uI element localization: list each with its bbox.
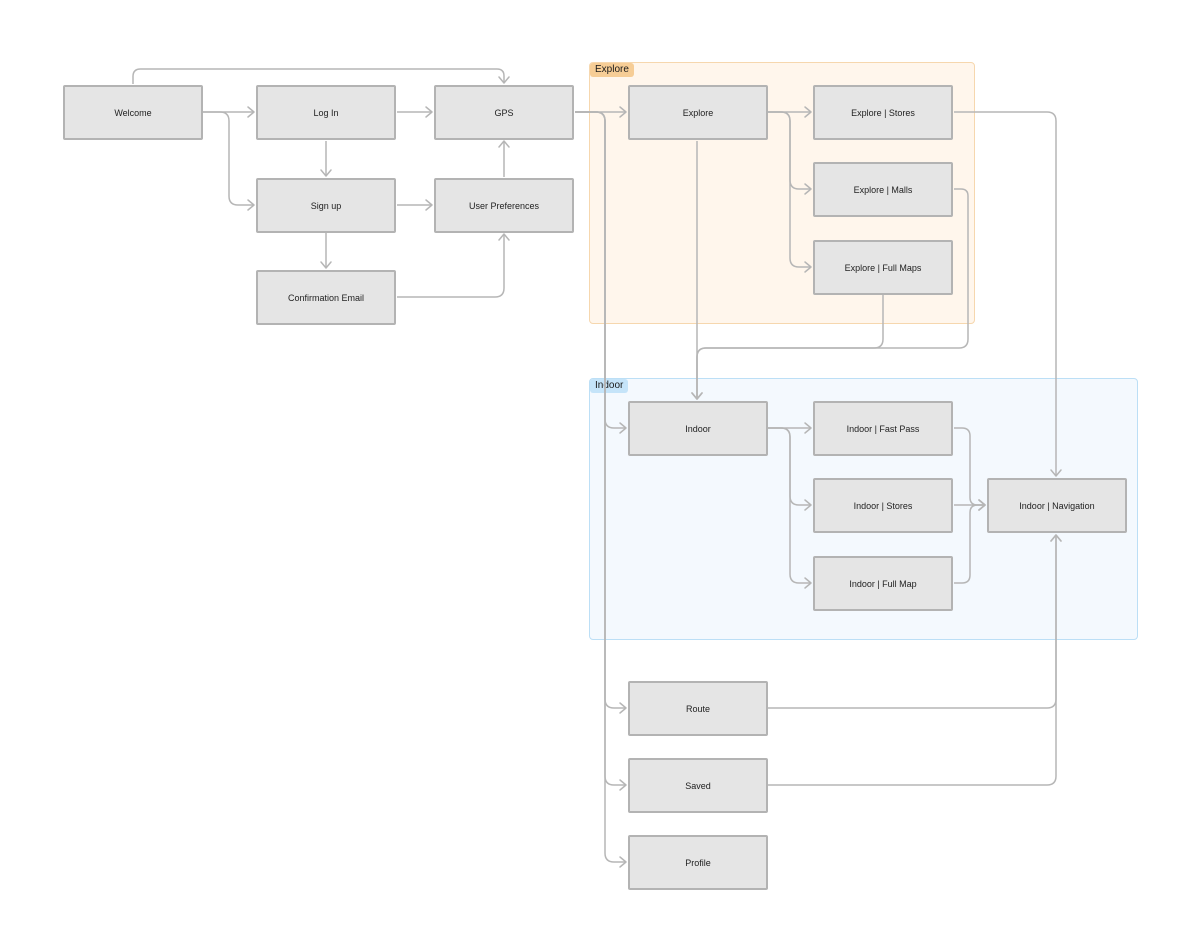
node-label: Explore | Stores — [851, 107, 915, 118]
arrowhead-icon — [619, 106, 627, 118]
node-label: Route — [685, 703, 711, 714]
node-label: Welcome — [114, 107, 152, 118]
arrowhead-icon — [804, 422, 812, 434]
edge-gps-to-route — [575, 111, 627, 714]
edge-indoor_fastpass-to-indoor_nav — [954, 427, 986, 511]
node-login[interactable]: Log In — [256, 85, 396, 140]
node-gps[interactable]: GPS — [434, 85, 574, 140]
edge-welcome-to-gps — [132, 68, 510, 84]
node-label: Sign up — [310, 200, 342, 211]
edge-gps-to-indoor — [575, 111, 627, 434]
arrowhead-icon — [804, 261, 812, 273]
node-indoor-nav[interactable]: Indoor | Navigation — [987, 478, 1127, 533]
arrowhead-icon — [247, 199, 255, 211]
arrowhead-icon — [498, 76, 510, 84]
arrowhead-icon — [320, 169, 332, 177]
arrowhead-icon — [804, 499, 812, 511]
arrowhead-icon — [619, 856, 627, 868]
arrowhead-icon — [691, 392, 703, 400]
edge-welcome-to-signup — [203, 111, 255, 211]
node-indoor-fullmap[interactable]: Indoor | Full Map — [813, 556, 953, 611]
arrowhead-icon — [619, 702, 627, 714]
arrowhead-icon — [425, 106, 433, 118]
node-label: Indoor | Full Map — [849, 578, 917, 589]
node-label: Indoor | Navigation — [1019, 500, 1095, 511]
arrowhead-icon — [619, 779, 627, 791]
node-label: Saved — [685, 780, 711, 791]
node-explore-stores[interactable]: Explore | Stores — [813, 85, 953, 140]
node-label: Indoor | Stores — [853, 500, 913, 511]
edge-saved-to-indoor_nav — [768, 534, 1062, 786]
arrowhead-icon — [425, 199, 433, 211]
node-label: Profile — [685, 857, 711, 868]
arrowhead-icon — [804, 183, 812, 195]
edge-indoor-to-indoor_fullmap — [768, 427, 812, 589]
edge-signup-to-prefs — [397, 199, 433, 211]
edge-prefs-to-gps — [498, 140, 510, 177]
node-indoor-stores[interactable]: Indoor | Stores — [813, 478, 953, 533]
edge-login-to-signup — [320, 141, 332, 177]
arrowhead-icon — [804, 106, 812, 118]
node-label: Explore | Malls — [853, 184, 913, 195]
node-label: GPS — [494, 107, 514, 118]
group-label-indoor: Indoor — [590, 379, 629, 393]
arrowhead-icon — [498, 233, 510, 241]
node-welcome[interactable]: Welcome — [63, 85, 203, 140]
node-prefs[interactable]: User Preferences — [434, 178, 574, 233]
node-label: Explore — [682, 107, 714, 118]
edge-gps-to-saved — [575, 111, 627, 791]
edge-explore-to-explore_maps — [768, 111, 812, 273]
edge-confirm-to-prefs — [397, 233, 510, 298]
arrowhead-icon — [978, 499, 986, 511]
node-explore[interactable]: Explore — [628, 85, 768, 140]
node-indoor[interactable]: Indoor — [628, 401, 768, 456]
arrowhead-icon — [498, 140, 510, 148]
node-indoor-fastpass[interactable]: Indoor | Fast Pass — [813, 401, 953, 456]
node-confirm[interactable]: Confirmation Email — [256, 270, 396, 325]
arrowhead-icon — [320, 261, 332, 269]
arrowhead-icon — [1050, 534, 1062, 542]
edge-explore_stores-to-indoor_nav — [954, 111, 1062, 477]
edge-signup-to-confirm — [320, 233, 332, 269]
arrowhead-icon — [619, 422, 627, 434]
arrowhead-icon — [804, 577, 812, 589]
edge-login-to-gps — [397, 106, 433, 118]
node-saved[interactable]: Saved — [628, 758, 768, 813]
arrowhead-icon — [247, 106, 255, 118]
node-label: Log In — [313, 107, 339, 118]
edge-gps-to-profile — [575, 111, 627, 868]
edge-explore_maps-to-indoor — [691, 295, 884, 400]
node-explore-malls[interactable]: Explore | Malls — [813, 162, 953, 217]
node-label: User Preferences — [468, 200, 540, 211]
node-explore-maps[interactable]: Explore | Full Maps — [813, 240, 953, 295]
node-label: Explore | Full Maps — [844, 262, 922, 273]
node-label: Confirmation Email — [287, 292, 365, 303]
node-label: Indoor | Fast Pass — [846, 423, 920, 434]
edge-indoor_fullmap-to-indoor_nav — [954, 499, 986, 584]
node-profile[interactable]: Profile — [628, 835, 768, 890]
arrowhead-icon — [1050, 469, 1062, 477]
node-signup[interactable]: Sign up — [256, 178, 396, 233]
node-route[interactable]: Route — [628, 681, 768, 736]
group-label-explore: Explore — [590, 63, 634, 77]
node-label: Indoor — [685, 423, 711, 434]
